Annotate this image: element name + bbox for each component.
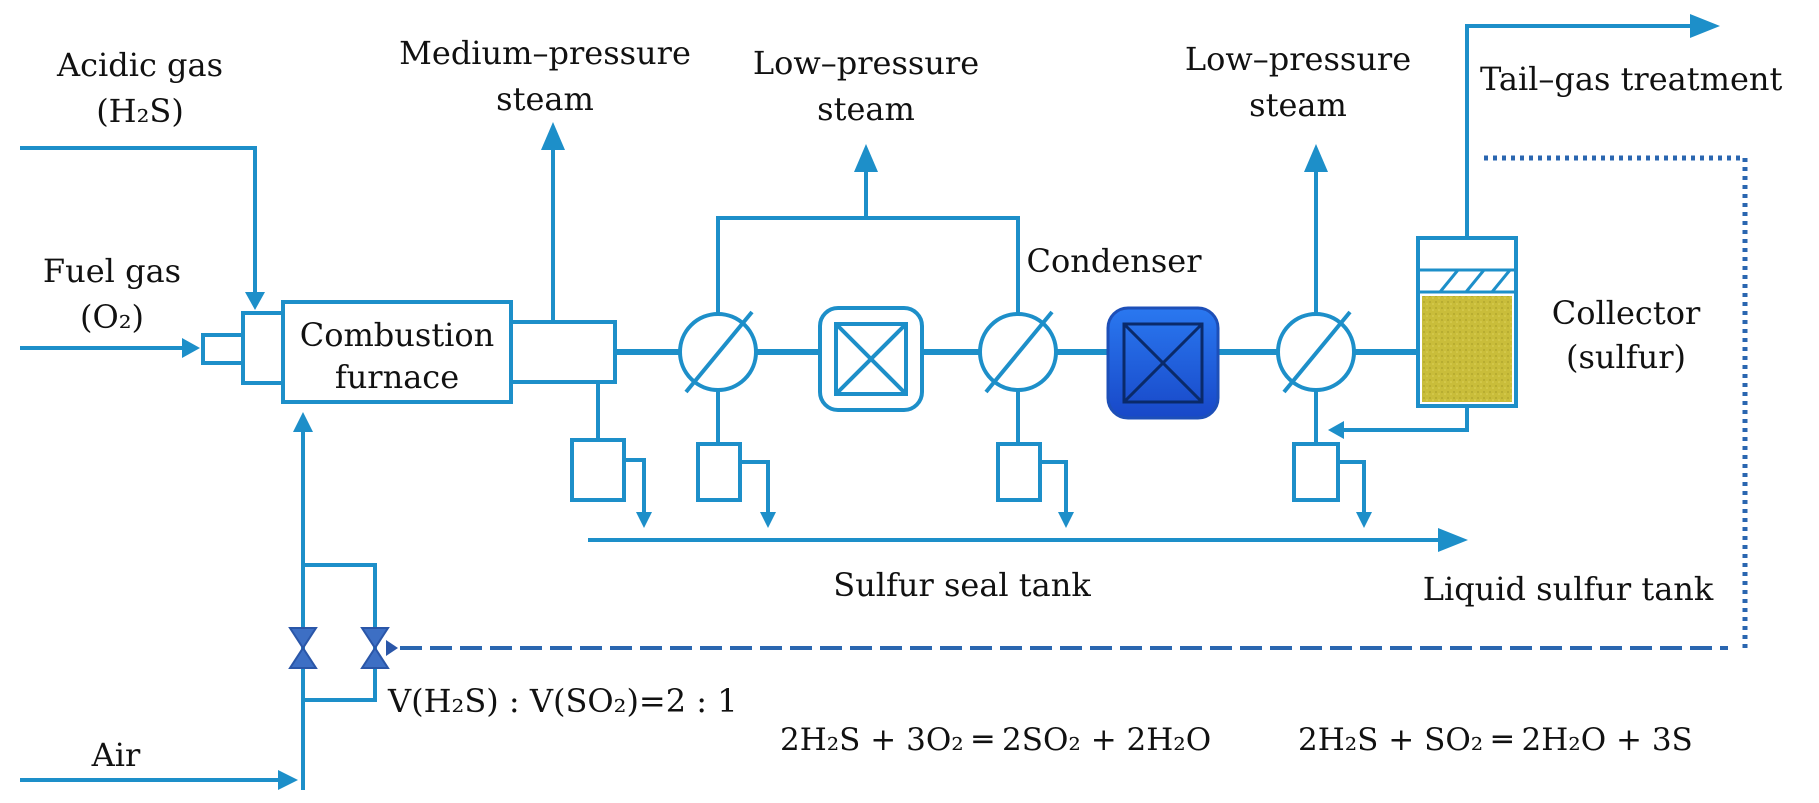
- control-valve-left: [288, 627, 318, 669]
- medium-pressure-steam-arrowhead: [541, 122, 565, 150]
- sulfur-collector: [1416, 236, 1518, 408]
- label-medium-pressure-steam-1: Medium–pressure: [399, 34, 691, 72]
- seal-pot-3: [996, 442, 1042, 502]
- acidic-gas-arrowhead: [245, 292, 265, 310]
- label-fuel-gas-formula: (O₂): [80, 298, 144, 336]
- label-low-pressure-steam-b-1: Low–pressure: [1185, 40, 1411, 78]
- label-acidic-gas: Acidic gas: [56, 46, 223, 84]
- fuel-gas-arrowhead: [182, 338, 200, 358]
- control-valve-right: [360, 627, 398, 669]
- air-riser-arrowhead: [293, 412, 313, 432]
- label-sulfur-seal-tank: Sulfur seal tank: [833, 566, 1091, 604]
- label-collector-2: (sulfur): [1566, 338, 1686, 376]
- seal-pot-1: [570, 438, 626, 502]
- tail-gas-line: [1465, 24, 1690, 238]
- converter-1: [818, 306, 924, 412]
- burner-body: [241, 311, 285, 385]
- label-medium-pressure-steam-2: steam: [496, 80, 594, 118]
- label-acidic-gas-formula: (H₂S): [96, 92, 184, 130]
- condenser-2: [978, 310, 1058, 394]
- collector-return-line: [1344, 406, 1469, 432]
- seal-leg-2-overflow: [740, 460, 770, 514]
- label-combustion-furnace-2: furnace: [335, 358, 459, 396]
- seal-leg-4-overflow: [1338, 460, 1366, 514]
- condenser-3: [1276, 310, 1356, 394]
- control-dotted-line: [1480, 155, 1748, 648]
- label-air: Air: [91, 736, 141, 774]
- seal-leg-1-overflow-arrowhead: [636, 512, 652, 528]
- label-collector-1: Collector: [1552, 294, 1701, 332]
- label-low-pressure-steam-b-2: steam: [1249, 86, 1347, 124]
- equation-1: 2H₂S + 3O₂ ═ 2SO₂ + 2H₂O: [780, 722, 1211, 758]
- seal-leg-1-overflow: [624, 458, 646, 514]
- label-ratio: V(H₂S) : V(SO₂)=2 : 1: [387, 682, 738, 720]
- air-arrowhead: [278, 770, 298, 790]
- acidic-gas-line: [20, 146, 257, 292]
- seal-leg-3-overflow-arrowhead: [1058, 512, 1074, 528]
- label-tail-gas-treatment: Tail–gas treatment: [1480, 60, 1782, 98]
- waste-heat-boiler: [509, 320, 617, 384]
- seal-leg-2-overflow-arrowhead: [760, 512, 776, 528]
- label-combustion-furnace-1: Combustion: [300, 316, 495, 354]
- collector-return-arrowhead: [1328, 421, 1344, 439]
- seal-pot-4: [1292, 442, 1340, 502]
- seal-leg-4-overflow-arrowhead: [1356, 512, 1372, 528]
- label-liquid-sulfur-tank: Liquid sulfur tank: [1423, 570, 1714, 608]
- condenser-1: [678, 310, 758, 394]
- label-condenser: Condenser: [1026, 242, 1202, 280]
- tail-gas-arrowhead: [1690, 14, 1720, 38]
- seal-pot-2: [696, 442, 742, 502]
- low-pressure-steam-arrowhead-b: [1304, 144, 1328, 172]
- label-fuel-gas: Fuel gas: [43, 252, 181, 290]
- liquid-sulfur-arrowhead: [1438, 528, 1468, 552]
- low-pressure-steam-arrowhead-a: [854, 144, 878, 172]
- burner-nozzle: [201, 333, 245, 365]
- converter-2: [1106, 306, 1220, 420]
- low-pressure-steam-header-a: [716, 216, 1020, 314]
- seal-leg-3-overflow: [1040, 460, 1068, 514]
- label-low-pressure-steam-a-2: steam: [817, 90, 915, 128]
- equation-2: 2H₂S + SO₂ ═ 2H₂O + 3S: [1298, 722, 1693, 758]
- label-low-pressure-steam-a-1: Low–pressure: [753, 44, 979, 82]
